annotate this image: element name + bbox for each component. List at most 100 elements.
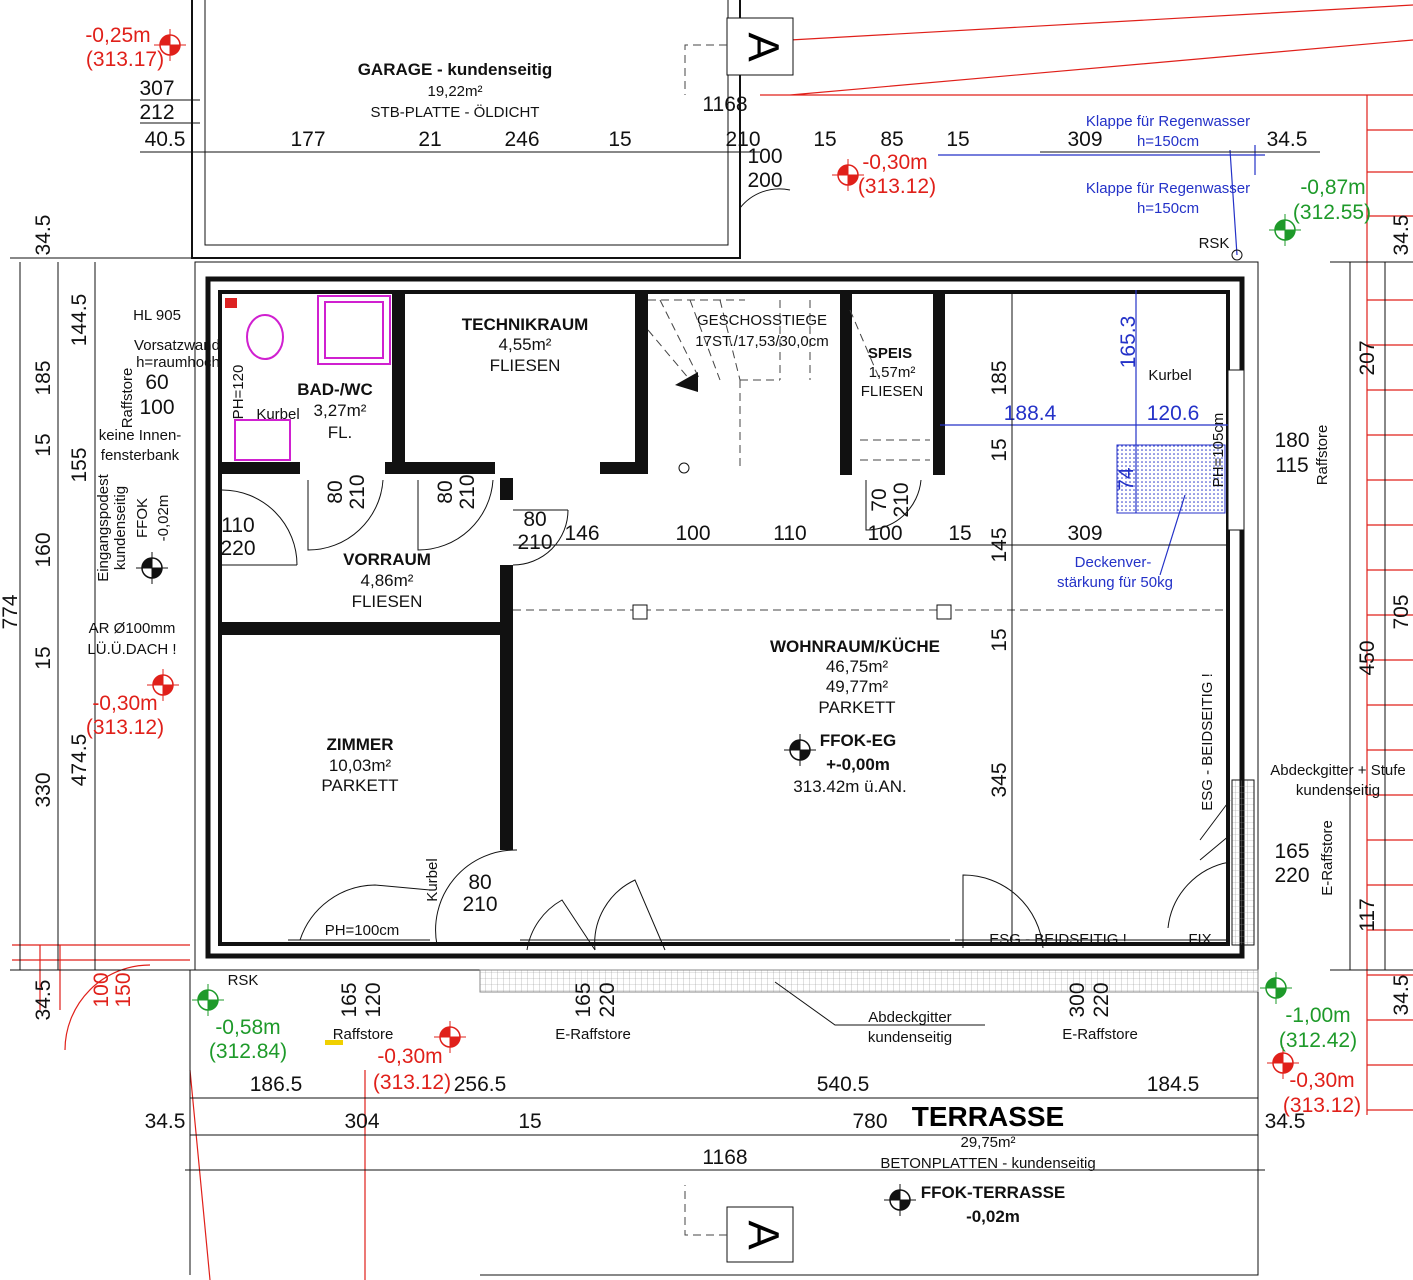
dim-text: 309: [1067, 128, 1102, 151]
dim-text: 160: [32, 532, 55, 567]
dim-text: 780: [852, 1110, 887, 1133]
room-name-vorraum: VORRAUM: [343, 550, 431, 569]
dim-text: 304: [344, 1110, 379, 1133]
dim-text: 100: [675, 522, 710, 545]
dim-text: 15: [946, 128, 969, 151]
section-marker-top: A: [684, 17, 794, 95]
dim-text: 210: [517, 531, 552, 554]
dim-text: 80: [434, 480, 457, 503]
deck-note-1: Deckenver-: [1075, 554, 1152, 571]
interior-dimensions: 80 210 80 210 110 220 80 210 70 210 80 2…: [220, 360, 1102, 916]
left-notes: HL 905 Vorsatzwand h=raumhoch Raffstore …: [0, 215, 300, 1021]
dim-text: 34.5: [32, 215, 55, 256]
highlight-mark: [325, 1040, 343, 1045]
dim-text: 177: [290, 128, 325, 151]
fix-label: FIX: [1188, 931, 1211, 948]
room-name-terrasse: TERRASSE: [912, 1101, 1064, 1132]
dim-text: 60: [145, 371, 168, 394]
garage-area: 19,22m²: [427, 83, 482, 100]
dim-text: 15: [948, 522, 971, 545]
raffstore-label: Raffstore: [333, 1026, 394, 1043]
ffok-terrasse-level: -0,02m: [966, 1207, 1020, 1226]
dim-text: 212: [139, 101, 174, 124]
fensterbank-note: fensterbank: [101, 447, 180, 464]
esg-label: ESG - BEIDSEITIG !: [1199, 673, 1216, 811]
dim-text: 155: [68, 447, 91, 482]
garage-title: GARAGE - kundenseitig: [358, 60, 553, 79]
dim-165-3: 165.3: [1117, 316, 1140, 369]
dim-text: 100: [139, 396, 174, 419]
ceiling-reinforcement: 188.4 165.3 120.6 74 Deckenver- stärkung…: [938, 113, 1265, 591]
room-name-technikraum: TECHNIKRAUM: [462, 315, 589, 334]
dim-text: 15: [813, 128, 836, 151]
lu-note: LÜ.Ü.DACH !: [87, 640, 176, 658]
dim-text: 1168: [702, 93, 747, 116]
dim-text: 15: [988, 438, 1011, 461]
dim-text: 165: [572, 982, 595, 1017]
kurbel-label: Kurbel: [256, 406, 299, 423]
dim-text: 120: [362, 982, 385, 1017]
dim-text: 246: [504, 128, 539, 151]
dim-text: 34.5: [1265, 1110, 1306, 1133]
level-abs: (312.55): [1293, 201, 1371, 224]
deck-note-2: stärkung für 50kg: [1057, 574, 1173, 591]
dim-text: 146: [564, 522, 599, 545]
level-abs: (313.12): [86, 716, 164, 739]
ffok-eg-abs: 313.42m ü.AN.: [793, 777, 906, 796]
kurbel-label: Kurbel: [424, 858, 441, 901]
dim-188-4: 188.4: [1004, 402, 1057, 425]
dim-text: 165: [1274, 840, 1309, 863]
room-name-zimmer: ZIMMER: [326, 735, 393, 754]
level-abs: (313.12): [858, 175, 936, 198]
level-markers: -0,25m (313.17) -0,30m (313.12) -0,30m (…: [85, 24, 1371, 1217]
dim-text: 145: [988, 527, 1011, 562]
dim-text: 1168: [702, 1146, 747, 1169]
hl-label: HL 905: [133, 307, 181, 324]
klappe-note-2: Klappe für Regenwasser: [1086, 180, 1250, 197]
stair-spec: 17ST./17,53/30,0cm: [695, 333, 828, 350]
level-rel: -0,30m: [1289, 1069, 1354, 1092]
room-area: 3,27m²: [314, 401, 367, 420]
room-area: 46,75m²: [826, 657, 889, 676]
room-area: 10,03m²: [329, 756, 392, 775]
dim-text: 705: [1390, 594, 1413, 629]
fensterbank-note: keine Innen-: [99, 427, 182, 444]
dim-text: 100: [90, 972, 113, 1007]
dim-text: 21: [418, 128, 441, 151]
dim-text: 210: [462, 893, 497, 916]
room-floor: FL.: [328, 423, 353, 442]
garage-floor: STB-PLATTE - ÖLDICHT: [371, 103, 540, 121]
dim-text: 184.5: [1147, 1073, 1200, 1096]
dim-text: 180: [1274, 429, 1309, 452]
parapet-height: PH=100cm: [325, 922, 400, 939]
svg-text:A: A: [738, 1220, 787, 1250]
dim-text: 15: [32, 433, 55, 456]
room-floor: FLIESEN: [861, 383, 924, 400]
level-abs: (312.42): [1279, 1029, 1357, 1052]
dim-text: 34.5: [145, 1110, 186, 1133]
abdeckgitter-label: kundenseitig: [1296, 782, 1380, 799]
svg-text:A: A: [738, 32, 787, 62]
ffok-eg-level: +-0,00m: [826, 755, 890, 774]
parapet-height: PH=120: [230, 365, 247, 420]
dim-text: 15: [518, 1110, 541, 1133]
dim-text: 185: [988, 360, 1011, 395]
room-area: 29,75m²: [960, 1134, 1015, 1151]
vorsatzwand-label: h=raumhoch: [136, 354, 220, 371]
ffok-eg-label: FFOK-EG: [820, 731, 897, 750]
level-abs: (313.12): [373, 1071, 451, 1094]
room-name-wohnraum: WOHNRAUM/KÜCHE: [770, 637, 940, 656]
room-floor: FLIESEN: [490, 356, 561, 375]
abdeckgitter-label: Abdeckgitter + Stufe: [1270, 762, 1406, 779]
garage: GARAGE - kundenseitig 19,22m² STB-PLATTE…: [191, 0, 791, 259]
dimension-lines: [10, 99, 1413, 1171]
dim-text: 186.5: [250, 1073, 303, 1096]
dim-text: 210: [456, 474, 479, 509]
room-floor: FLIESEN: [352, 592, 423, 611]
podest-ffok: FFOK: [134, 498, 151, 538]
room-name-bad: BAD-/WC: [297, 380, 373, 399]
room-floor: PARKETT: [321, 776, 398, 795]
building-walls: [189, 261, 1259, 1276]
dim-text: 450: [1356, 640, 1379, 675]
dim-text: 80: [324, 480, 347, 503]
